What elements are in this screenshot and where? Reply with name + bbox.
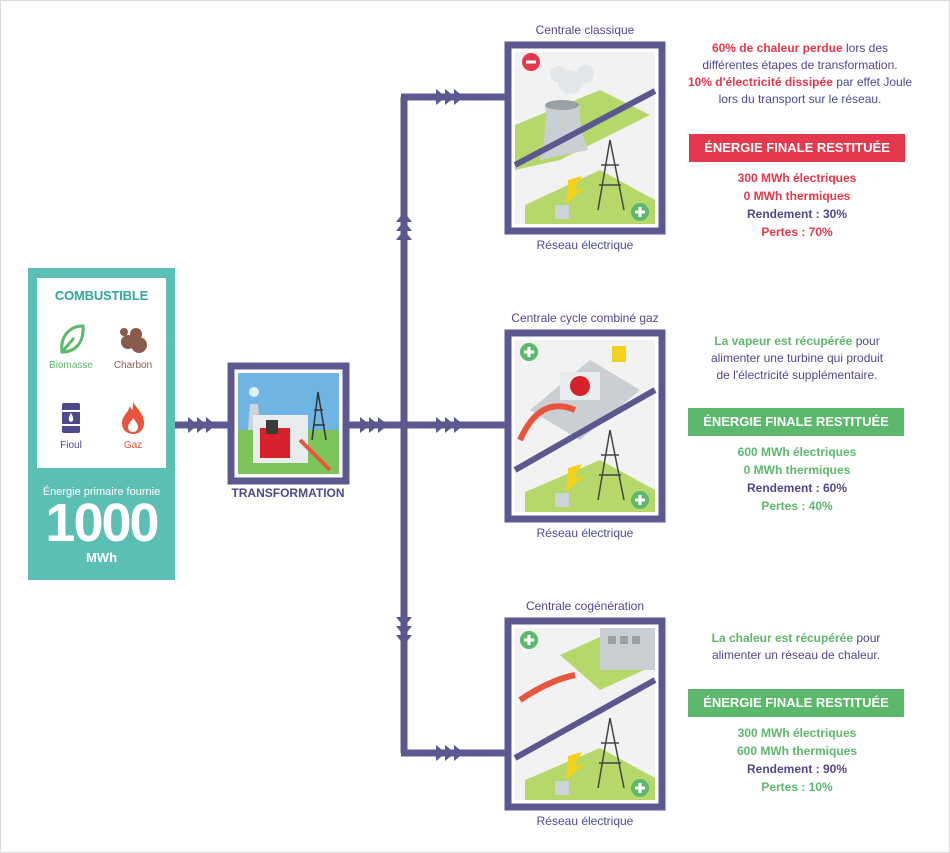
plant-title-cogeneration: Centrale cogénération bbox=[525, 599, 645, 613]
flame-icon bbox=[122, 402, 144, 434]
plant-title-classique: Centrale classique bbox=[535, 23, 635, 37]
coal-icon bbox=[120, 328, 147, 353]
fuel-box: COMBUSTIBLE Biomasse Charbon Fioul bbox=[37, 278, 166, 468]
primary-energy-value: 1000 bbox=[45, 493, 159, 553]
plant-frame-cogeneration bbox=[504, 617, 666, 811]
primary-energy-label: Énergie primaire fournie bbox=[42, 486, 161, 498]
network-label-classique: Réseau électrique bbox=[536, 238, 634, 252]
fuel-gaz: Gaz bbox=[101, 400, 165, 451]
desc-cogeneration: La chaleur est récupérée pour alimenter … bbox=[711, 631, 881, 662]
plant-frame-cycle-combine bbox=[504, 329, 666, 523]
combustible-panel: COMBUSTIBLE Biomasse Charbon Fioul bbox=[28, 268, 175, 580]
plant-title-cycle-combine: Centrale cycle combiné gaz bbox=[511, 311, 659, 325]
fuel-charbon: Charbon bbox=[101, 322, 165, 371]
fuel-biomasse: Biomasse bbox=[39, 322, 103, 371]
transformation-label: TRANSFORMATION bbox=[231, 486, 345, 500]
desc-classique: 60% de chaleur perdue lors des différent… bbox=[687, 41, 913, 106]
transformation-illustration bbox=[227, 362, 350, 485]
plant-frame-classique bbox=[504, 41, 666, 235]
network-label-cogeneration: Réseau électrique bbox=[536, 814, 634, 828]
results-classique: 300 MWh électriques 0 MWh thermiques Ren… bbox=[737, 171, 857, 239]
final-energy-badge-cycle-combine: ÉNERGIE FINALE RESTITUÉE bbox=[688, 408, 904, 436]
oil-barrel-icon bbox=[62, 403, 80, 433]
combustible-title: COMBUSTIBLE bbox=[54, 288, 149, 303]
final-energy-badge-cogeneration: ÉNERGIE FINALE RESTITUÉE bbox=[688, 689, 904, 717]
results-cogeneration: 300 MWh électriques 600 MWh thermiques R… bbox=[736, 726, 858, 794]
fuel-fioul: Fioul bbox=[39, 400, 103, 451]
primary-energy-unit: MWh bbox=[85, 550, 118, 565]
final-energy-badge-classique: ÉNERGIE FINALE RESTITUÉE bbox=[689, 134, 905, 162]
network-label-cycle-combine: Réseau électrique bbox=[536, 526, 634, 540]
leaf-icon bbox=[60, 324, 85, 354]
results-cycle-combine: 600 MWh électriques 0 MWh thermiques Ren… bbox=[737, 445, 857, 513]
flow-arrows bbox=[188, 89, 464, 761]
desc-cycle-combine: La vapeur est récupérée pour alimenter u… bbox=[710, 334, 884, 382]
